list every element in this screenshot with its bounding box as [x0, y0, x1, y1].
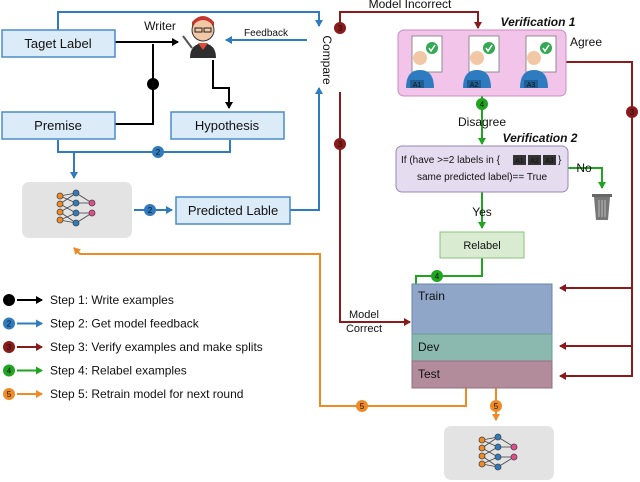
- badge-4b: 4: [435, 272, 440, 281]
- condition-line2: same predicted label)== True: [417, 172, 548, 183]
- svg-text:A2: A2: [470, 82, 479, 89]
- badge-3b: 3: [338, 140, 343, 149]
- legend-badge-number: 2: [7, 320, 12, 329]
- model-correct-label-1: Model: [349, 309, 379, 321]
- legend-item-4: 4 Step 4: Relabel examples: [3, 364, 187, 378]
- legend-badge-number: 5: [7, 390, 12, 399]
- cond-a2: A2: [530, 158, 539, 165]
- verification1-title: Verification 1: [501, 15, 576, 29]
- hypothesis-box: Hypothesis: [170, 111, 285, 140]
- badge-1: 1: [151, 80, 156, 89]
- svg-text:Test: Test: [418, 367, 441, 381]
- badge-3c: 3: [630, 108, 635, 117]
- badge-2b: 2: [148, 206, 153, 215]
- test-split: Test: [411, 360, 553, 389]
- step4-arrows: [412, 96, 606, 291]
- arrow-number-badges: 1 2 2 3 3 3 4 4 5 5: [144, 22, 638, 412]
- condition-line1-close: }: [558, 155, 562, 166]
- legend-badge-number: 4: [7, 367, 12, 376]
- svg-text:Train: Train: [418, 289, 445, 303]
- badge-4: 4: [480, 100, 485, 109]
- svg-text:Predicted Lable: Predicted Lable: [188, 203, 278, 218]
- annotator-1: A1: [406, 35, 443, 89]
- neural-network-icon: [56, 189, 96, 227]
- condition-line1: If (have >=2 labels in {: [401, 155, 501, 166]
- disagree-label: Disagree: [458, 115, 506, 129]
- svg-text:Premise: Premise: [34, 118, 82, 133]
- svg-text:A1: A1: [413, 82, 422, 89]
- cond-a3: A3: [545, 158, 554, 165]
- verification2-title: Verification 2: [503, 131, 578, 145]
- legend-item-5: 5 Step 5: Retrain model for next round: [3, 387, 243, 401]
- train-split: Train: [411, 283, 553, 335]
- badge-3a: 3: [338, 24, 343, 33]
- premise-box: Premise: [1, 111, 116, 140]
- legend-badge: [3, 317, 15, 330]
- legend: 1 Step 1: Write examples 2 Step 2: Get mode…: [3, 293, 263, 401]
- legend-badge-number: 3: [7, 343, 12, 352]
- step2-arrows: [57, 11, 323, 214]
- legend-item-3: 3 Step 3: Verify examples and make splits: [3, 340, 263, 354]
- relabel-box: Relabel: [439, 231, 525, 259]
- trash-icon: [592, 194, 612, 220]
- dev-split: Dev: [411, 333, 553, 362]
- legend-badge: [3, 364, 15, 377]
- svg-text:Hypothesis: Hypothesis: [195, 118, 260, 133]
- legend-text: Step 5: Retrain model for next round: [50, 387, 243, 401]
- compare-label: Compare: [320, 35, 334, 85]
- legend-text: Step 1: Write examples: [50, 293, 174, 307]
- retrained-model-box: [444, 426, 554, 480]
- agree-label: Agree: [570, 35, 602, 49]
- writer-label: Writer: [144, 19, 176, 33]
- model-box: [22, 182, 132, 238]
- predicted-label-box: Predicted Lable: [175, 196, 291, 225]
- svg-text:Relabel: Relabel: [463, 240, 500, 252]
- feedback-label: Feedback: [244, 28, 289, 39]
- annotator-3: A3: [520, 35, 557, 89]
- no-label: No: [576, 161, 592, 175]
- cond-a1: A1: [515, 158, 524, 165]
- step1-arrows: [115, 38, 233, 125]
- annotator-2: A2: [463, 35, 500, 89]
- neural-network-icon-2: [478, 433, 518, 471]
- target-label-box: Taget Label: [1, 29, 116, 58]
- step3-arrows: [339, 11, 633, 380]
- model-correct-label-2: Correct: [346, 323, 382, 335]
- badge-2a: 2: [156, 148, 161, 157]
- model-incorrect-label: Model Incorrect: [369, 0, 452, 11]
- yes-label: Yes: [472, 205, 492, 219]
- legend-item-1: 1 Step 1: Write examples: [3, 293, 174, 307]
- legend-text: Step 2: Get model feedback: [50, 317, 200, 331]
- legend-badge: [3, 294, 15, 306]
- svg-text:Taget Label: Taget Label: [24, 36, 91, 51]
- verification2-box: If (have >=2 labels in { A1 A2 A3 } same…: [395, 145, 569, 193]
- legend-badge: [3, 388, 15, 400]
- writer-icon: [182, 16, 216, 58]
- badge-5a: 5: [360, 402, 365, 411]
- legend-badge-number: 1: [7, 296, 12, 305]
- legend-badge: [3, 341, 15, 353]
- legend-text: Step 4: Relabel examples: [50, 364, 187, 378]
- legend-text: Step 3: Verify examples and make splits: [50, 340, 263, 354]
- legend-item-2: 2 Step 2: Get model feedback: [3, 317, 200, 331]
- svg-text:A3: A3: [527, 82, 536, 89]
- badge-5b: 5: [494, 402, 499, 411]
- svg-text:Dev: Dev: [418, 340, 439, 354]
